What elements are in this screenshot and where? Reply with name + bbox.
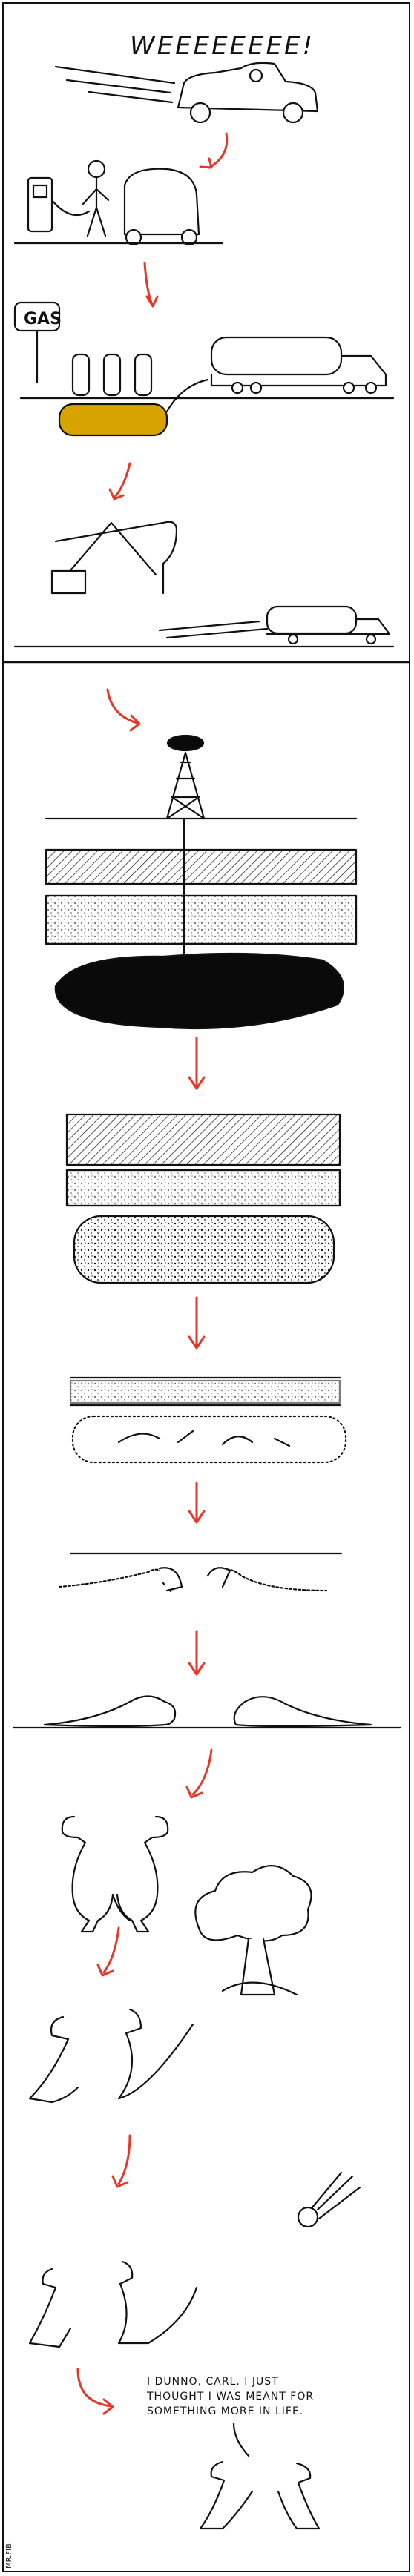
pumpjack-scene [13,521,395,648]
fossil-sediment-scene [69,1376,347,1464]
oil-rig-scene [45,734,358,1030]
gas-pump-scene [13,159,224,246]
final-conversation-scene [199,2422,321,2530]
dinosaurs-lying-scene [12,1695,402,1729]
oil-forming-scene [65,1113,341,1284]
gas-station-scene [13,301,395,437]
artist-signature: Mr.Fib [5,2543,13,2569]
car-drawing [177,62,319,124]
explosion-scene [28,1865,312,2104]
red-arrows [76,132,229,2415]
gas-sign-text: GAS [24,310,62,328]
speed-lines [54,65,176,104]
meteor-scene [28,2171,361,2348]
dinosaur-dialogue: I DUNNO, CARL. I JUST THOUGHT I WAS MEAN… [147,2376,315,2417]
dinosaur-skeletons-scene [58,1552,343,1594]
car-exclamation: WEEEEEEEE! [130,31,315,61]
dinosaurs-standing-scene [61,1815,169,1933]
